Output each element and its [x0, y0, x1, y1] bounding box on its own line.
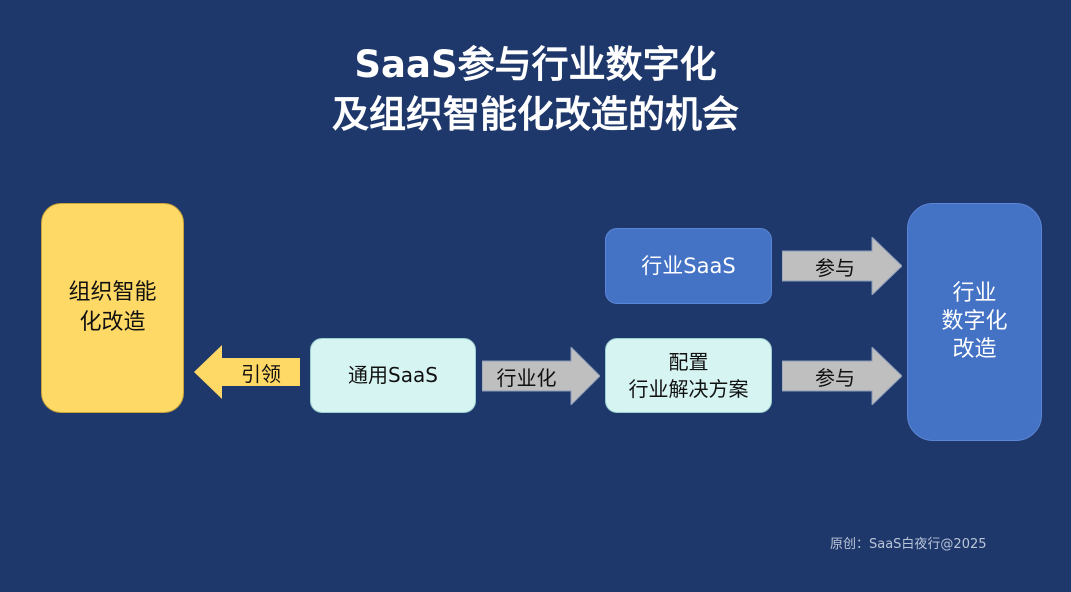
industrialize-arrow: 行业化 — [482, 347, 600, 405]
config-solution-box: 配置 行业解决方案 — [605, 338, 772, 413]
title-line-2: 及组织智能化改造的机会 — [332, 93, 739, 136]
credit-text: 原创：SaaS白夜行@2025 — [830, 537, 987, 552]
org-intelligence-box: 组织智能 化改造 — [41, 203, 184, 413]
config-solution-label: 配置 行业解决方案 — [628, 349, 749, 401]
general-saas-box: 通用SaaS — [310, 338, 476, 413]
participate-arrow-bottom: 参与 — [782, 347, 902, 405]
industrialize-arrow-label: 行业化 — [496, 365, 557, 390]
participate-arrow-top: 参与 — [782, 237, 902, 295]
participate-arrow-top-label: 参与 — [815, 255, 855, 280]
industry-digital-box: 行业 数字化 改造 — [907, 203, 1042, 441]
industry-digital-label: 行业 数字化 改造 — [941, 281, 1008, 362]
lead-arrow-label: 引领 — [241, 361, 281, 386]
industry-saas-label: 行业SaaS — [641, 253, 736, 278]
page-title: SaaS参与行业数字化 及组织智能化改造的机会 — [0, 40, 1071, 140]
org-intelligence-label: 组织智能 化改造 — [68, 280, 157, 335]
right-arrow-icon — [782, 347, 902, 405]
industry-saas-box: 行业SaaS — [605, 228, 772, 304]
right-arrow-icon — [782, 237, 902, 295]
participate-arrow-bottom-label: 参与 — [815, 365, 855, 390]
right-arrow-icon — [482, 347, 600, 405]
general-saas-label: 通用SaaS — [348, 363, 438, 387]
lead-arrow: 引领 — [194, 345, 302, 399]
title-line-1: SaaS参与行业数字化 — [354, 43, 717, 86]
left-arrow-icon — [194, 345, 300, 399]
